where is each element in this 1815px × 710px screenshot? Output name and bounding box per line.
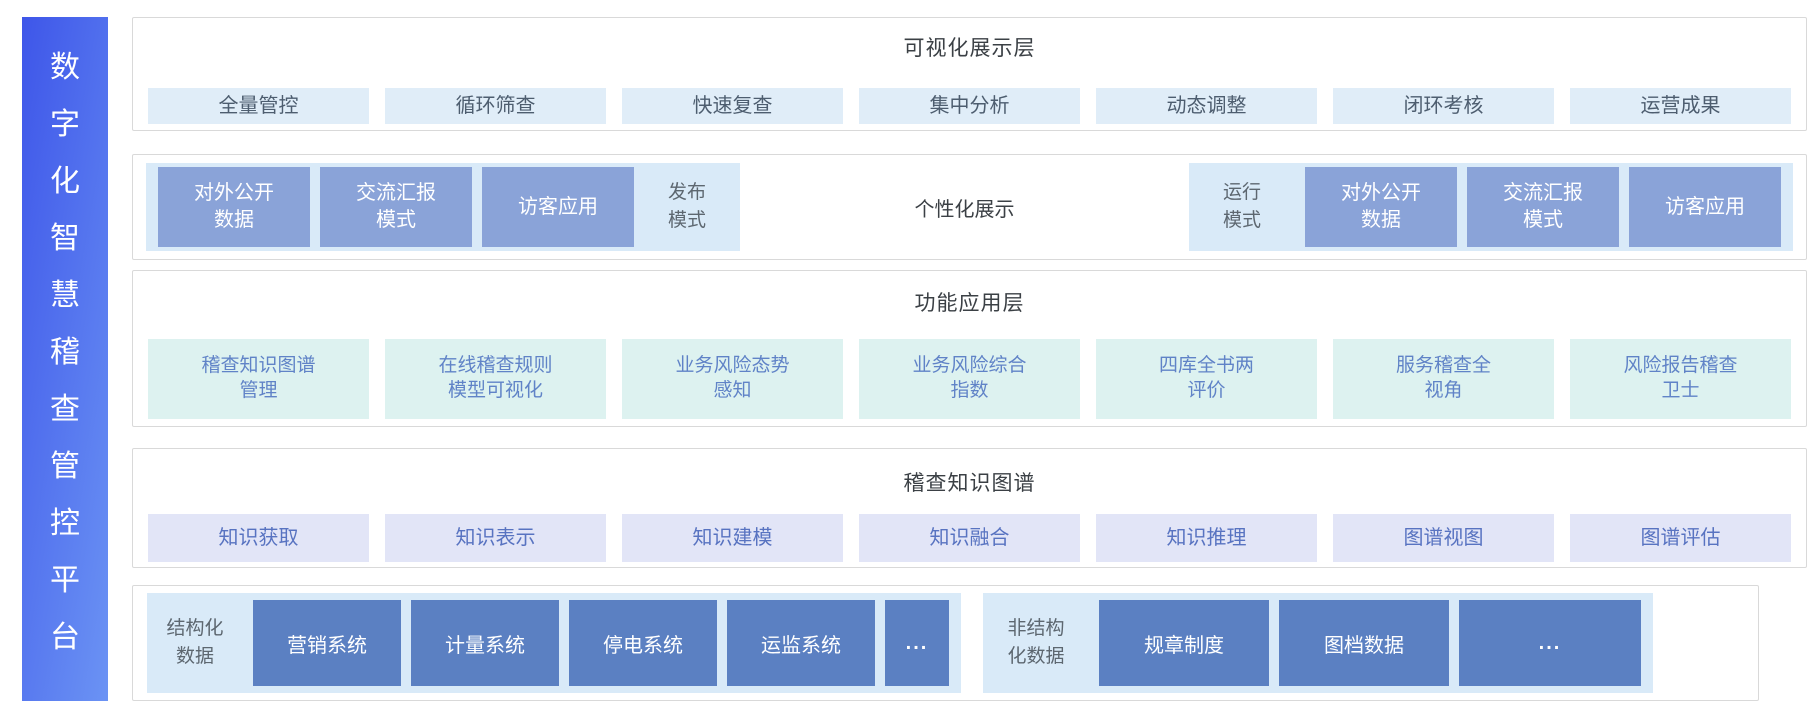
structured-data-group: 结构化 数据 营销系统 计量系统 停电系统 运监系统 ... <box>147 593 961 693</box>
function-item: 业务风险综合 指数 <box>859 339 1080 419</box>
knowledge-graph-card: 稽查知识图谱 知识获取 知识表示 知识建模 知识融合 知识推理 图谱视图 图谱评… <box>132 448 1807 568</box>
knowledge-graph-items: 知识获取 知识表示 知识建模 知识融合 知识推理 图谱视图 图谱评估 <box>148 514 1791 562</box>
structured-data-box: 运监系统 <box>727 600 875 686</box>
function-item: 服务稽查全 视角 <box>1333 339 1554 419</box>
personalized-display-label: 个性化展示 <box>914 198 1015 221</box>
visualization-items: 全量管控 循环筛查 快速复查 集中分析 动态调整 闭环考核 运营成果 <box>148 88 1791 124</box>
unstructured-data-box: 图档数据 <box>1279 600 1449 686</box>
function-items: 稽查知识图谱 管理 在线稽查规则 模型可视化 业务风险态势 感知 业务风险综合 … <box>148 339 1791 419</box>
platform-title-char: 字 <box>50 108 80 141</box>
structured-data-box: 停电系统 <box>569 600 717 686</box>
run-mode-box: 对外公开 数据 <box>1305 167 1457 247</box>
function-item: 稽查知识图谱 管理 <box>148 339 369 419</box>
visualization-item: 运营成果 <box>1570 88 1791 124</box>
platform-title-char: 化 <box>50 165 80 198</box>
data-layer-card: 结构化 数据 营销系统 计量系统 停电系统 运监系统 ... 非结构 化数据 规… <box>132 585 1759 701</box>
function-layer-title: 功能应用层 <box>914 292 1025 315</box>
knowledge-graph-item: 图谱评估 <box>1570 514 1791 562</box>
knowledge-graph-item: 知识表示 <box>385 514 606 562</box>
visualization-item: 循环筛查 <box>385 88 606 124</box>
platform-title-char: 管 <box>50 450 80 483</box>
function-item: 风险报告稽查 卫士 <box>1570 339 1791 419</box>
unstructured-data-label: 非结构 化数据 <box>1007 617 1065 668</box>
unstructured-data-group: 非结构 化数据 规章制度 图档数据 ... <box>983 593 1653 693</box>
visualization-item: 全量管控 <box>148 88 369 124</box>
structured-data-more-box: ... <box>885 600 949 686</box>
platform-title-char: 台 <box>50 621 80 654</box>
publish-mode-group: 对外公开 数据 交流汇报 模式 访客应用 发布 模式 <box>146 163 740 251</box>
visualization-item: 动态调整 <box>1096 88 1317 124</box>
function-item: 在线稽查规则 模型可视化 <box>385 339 606 419</box>
unstructured-data-more-box: ... <box>1459 600 1641 686</box>
knowledge-graph-item: 知识获取 <box>148 514 369 562</box>
display-modes-card: 对外公开 数据 交流汇报 模式 访客应用 发布 模式 个性化展示 运行 模式 对… <box>132 154 1807 260</box>
platform-title-char: 控 <box>50 507 80 540</box>
visualization-item: 集中分析 <box>859 88 1080 124</box>
diagram-rows: 可视化展示层 全量管控 循环筛查 快速复查 集中分析 动态调整 闭环考核 运营成… <box>132 17 1807 701</box>
platform-title-char: 数 <box>50 51 80 84</box>
knowledge-graph-item: 知识融合 <box>859 514 1080 562</box>
structured-data-box: 营销系统 <box>253 600 401 686</box>
run-mode-box: 访客应用 <box>1629 167 1781 247</box>
platform-title-char: 稽 <box>50 336 80 369</box>
function-item: 业务风险态势 感知 <box>622 339 843 419</box>
unstructured-data-box: 规章制度 <box>1099 600 1269 686</box>
run-mode-label: 运行 模式 <box>1222 181 1261 232</box>
visualization-item: 闭环考核 <box>1333 88 1554 124</box>
structured-data-box: 计量系统 <box>411 600 559 686</box>
function-layer-card: 功能应用层 稽查知识图谱 管理 在线稽查规则 模型可视化 业务风险态势 感知 业… <box>132 270 1807 427</box>
publish-mode-label: 发布 模式 <box>667 181 706 232</box>
structured-data-label: 结构化 数据 <box>166 617 224 668</box>
platform-title-char: 查 <box>50 393 80 426</box>
platform-title-bar: 数 字 化 智 慧 稽 查 管 控 平 台 <box>22 17 108 701</box>
run-mode-group: 运行 模式 对外公开 数据 交流汇报 模式 访客应用 <box>1189 163 1793 251</box>
visualization-layer-card: 可视化展示层 全量管控 循环筛查 快速复查 集中分析 动态调整 闭环考核 运营成… <box>132 17 1807 131</box>
function-item: 四库全书两 评价 <box>1096 339 1317 419</box>
platform-title-char: 智 <box>50 222 80 255</box>
knowledge-graph-title: 稽查知识图谱 <box>903 472 1036 495</box>
publish-mode-box: 访客应用 <box>482 167 634 247</box>
knowledge-graph-item: 图谱视图 <box>1333 514 1554 562</box>
visualization-item: 快速复查 <box>622 88 843 124</box>
platform-title-char: 慧 <box>50 279 80 312</box>
run-mode-box: 交流汇报 模式 <box>1467 167 1619 247</box>
publish-mode-box: 交流汇报 模式 <box>320 167 472 247</box>
knowledge-graph-item: 知识推理 <box>1096 514 1317 562</box>
knowledge-graph-item: 知识建模 <box>622 514 843 562</box>
platform-title-char: 平 <box>50 564 80 597</box>
publish-mode-box: 对外公开 数据 <box>158 167 310 247</box>
visualization-layer-title: 可视化展示层 <box>903 37 1036 60</box>
